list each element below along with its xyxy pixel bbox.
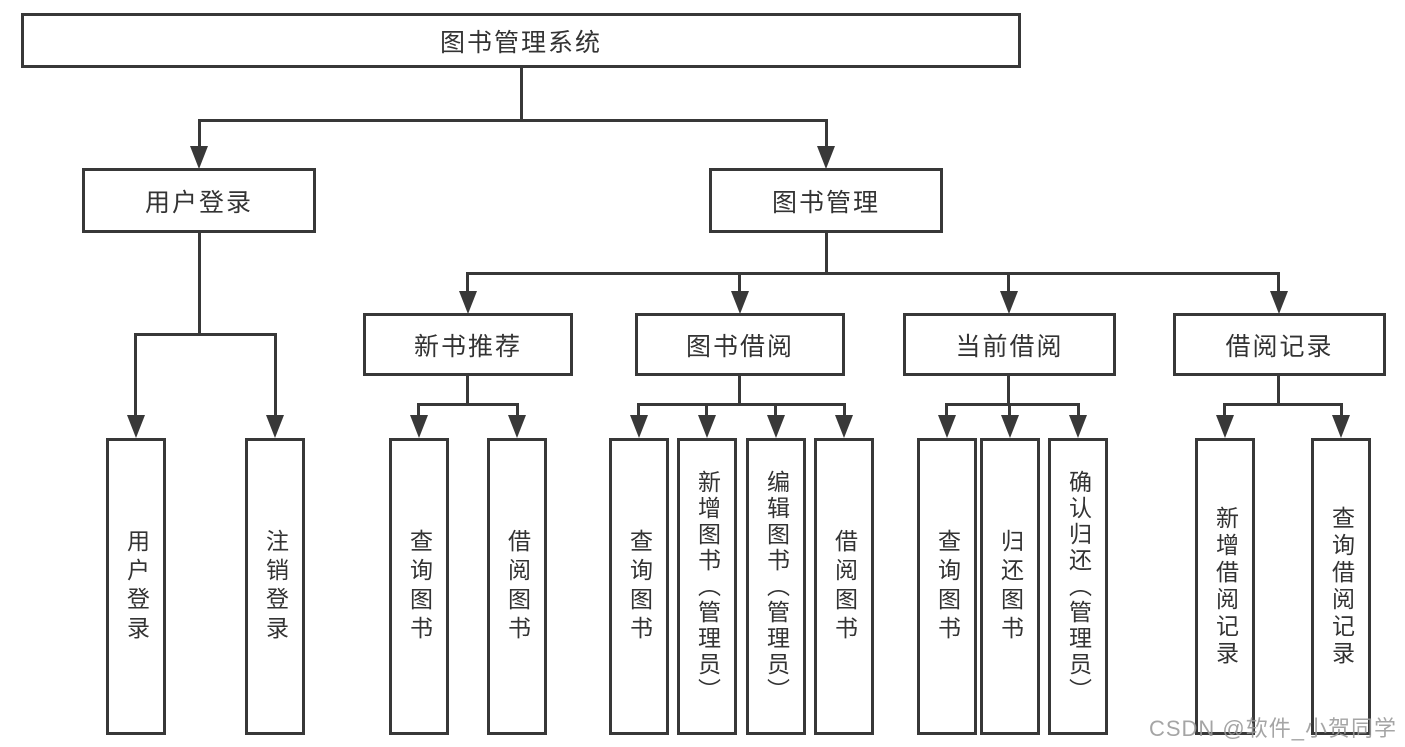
leaf-query-books-3: 查询图书 <box>917 438 977 735</box>
arrowhead-down-icon <box>127 415 145 438</box>
arrowhead-down-icon <box>731 291 749 314</box>
arrowhead-down-icon <box>1000 291 1018 314</box>
connector-bookborrow-split <box>637 403 846 406</box>
node-user-login: 用户登录 <box>82 168 316 233</box>
arrowhead-down-icon <box>938 415 956 438</box>
node-new-book-recommend: 新书推荐 <box>363 313 573 376</box>
arrowhead-down-icon <box>1216 415 1234 438</box>
arrowhead-down-icon <box>508 415 526 438</box>
connector-records-split <box>1223 403 1343 406</box>
node-current-borrow: 当前借阅 <box>903 313 1116 376</box>
node-root: 图书管理系统 <box>21 13 1021 68</box>
connector-newrec-split <box>417 403 519 406</box>
node-borrow-records: 借阅记录 <box>1173 313 1386 376</box>
arrowhead-down-icon <box>630 415 648 438</box>
connector-root-drop-right <box>825 119 828 148</box>
connector-newrec-drop1 <box>417 403 420 417</box>
connector-bookborrow-drop1 <box>637 403 640 417</box>
arrowhead-down-icon <box>410 415 428 438</box>
connector-bookborrow-drop2 <box>705 403 708 417</box>
connector-userlogin-stem <box>198 233 201 335</box>
leaf-logout: 注销登录 <box>245 438 305 735</box>
node-book-management: 图书管理 <box>709 168 943 233</box>
leaf-add-books-admin: 新增图书（管理员） <box>677 438 737 735</box>
arrowhead-down-icon <box>1270 291 1288 314</box>
leaf-borrow-books-2: 借阅图书 <box>814 438 874 735</box>
arrowhead-down-icon <box>767 415 785 438</box>
arrowhead-down-icon <box>1069 415 1087 438</box>
connector-newrec-stem <box>466 376 469 406</box>
leaf-edit-books-admin: 编辑图书（管理员） <box>746 438 806 735</box>
arrowhead-down-icon <box>1332 415 1350 438</box>
connector-bookmgmt-stem <box>825 233 828 275</box>
connector-userlogin-split <box>134 333 277 336</box>
connector-currentborrow-drop2 <box>1008 403 1011 417</box>
connector-currentborrow-stem <box>1007 376 1010 406</box>
leaf-query-books-2: 查询图书 <box>609 438 669 735</box>
arrowhead-down-icon <box>835 415 853 438</box>
connector-bookborrow-stem <box>738 376 741 406</box>
connector-records-stem <box>1277 376 1280 406</box>
connector-bookborrow-drop3 <box>774 403 777 417</box>
connector-userlogin-drop2 <box>274 333 277 417</box>
connector-bookmgmt-drop4 <box>1277 272 1280 294</box>
leaf-return-books: 归还图书 <box>980 438 1040 735</box>
arrowhead-down-icon <box>817 146 835 169</box>
connector-bookmgmt-drop2 <box>738 272 741 294</box>
connector-records-drop2 <box>1340 403 1343 417</box>
arrowhead-down-icon <box>266 415 284 438</box>
connector-newrec-drop2 <box>516 403 519 417</box>
leaf-query-books-1: 查询图书 <box>389 438 449 735</box>
connector-records-drop1 <box>1223 403 1226 417</box>
connector-bookborrow-drop4 <box>843 403 846 417</box>
connector-root-split <box>198 119 828 122</box>
node-book-borrow: 图书借阅 <box>635 313 845 376</box>
arrowhead-down-icon <box>1001 415 1019 438</box>
connector-bookmgmt-drop3 <box>1007 272 1010 294</box>
arrowhead-down-icon <box>190 146 208 169</box>
connector-currentborrow-drop3 <box>1077 403 1080 417</box>
arrowhead-down-icon <box>698 415 716 438</box>
connector-currentborrow-drop1 <box>945 403 948 417</box>
connector-currentborrow-split <box>945 403 1080 406</box>
connector-userlogin-drop1 <box>134 333 137 417</box>
leaf-borrow-books-1: 借阅图书 <box>487 438 547 735</box>
leaf-query-borrow-record: 查询借阅记录 <box>1311 438 1371 735</box>
connector-root-stem <box>520 67 523 121</box>
leaf-confirm-return-admin: 确认归还（管理员） <box>1048 438 1108 735</box>
connector-root-drop-left <box>198 119 201 148</box>
connector-bookmgmt-split <box>466 272 1280 275</box>
connector-bookmgmt-drop1 <box>466 272 469 294</box>
arrowhead-down-icon <box>459 291 477 314</box>
csdn-watermark: CSDN @软件_小贺同学 <box>1148 716 1397 741</box>
leaf-add-borrow-record: 新增借阅记录 <box>1195 438 1255 735</box>
leaf-user-login: 用户登录 <box>106 438 166 735</box>
